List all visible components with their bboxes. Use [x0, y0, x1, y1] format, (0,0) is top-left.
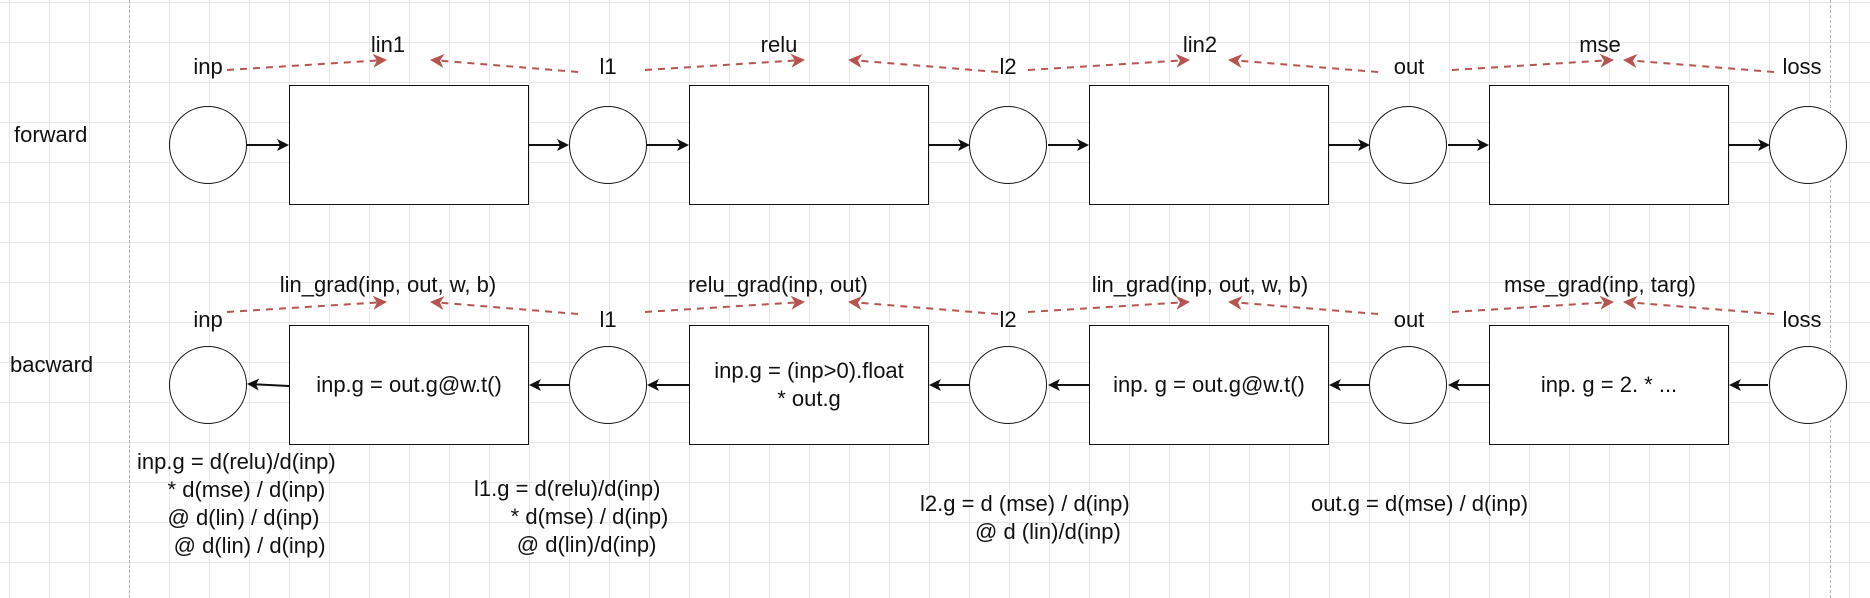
backward-row-label: bacward — [10, 352, 94, 377]
forward-node-out — [1369, 106, 1447, 184]
backward-op-lin-grad-2: lin_grad(inp, out, w, b) — [1091, 272, 1309, 297]
backward-box-relu-grad: inp.g = (inp>0).float * out.g — [689, 325, 929, 445]
backward-node-l2 — [969, 346, 1047, 424]
forward-var-l2: l2 — [999, 54, 1017, 79]
backward-var-l1: l1 — [599, 307, 617, 332]
forward-op-mse: mse — [1579, 32, 1621, 57]
note-l1-grad: l1.g = d(relu)/d(inp) * d(mse) / d(inp) … — [474, 476, 669, 557]
backward-op-relu-grad: relu_grad(inp, out) — [688, 272, 868, 297]
forward-var-l1: l1 — [599, 54, 617, 79]
forward-row-label: forward — [14, 122, 88, 147]
forward-node-l1 — [569, 106, 647, 184]
forward-box-lin1 — [289, 85, 529, 205]
backward-box-mse-grad: inp. g = 2. * ... — [1489, 325, 1729, 445]
forward-box-relu — [689, 85, 929, 205]
forward-op-lin1: lin1 — [370, 32, 406, 57]
backward-node-inp — [169, 346, 247, 424]
note-inp-grad: inp.g = d(relu)/d(inp) * d(mse) / d(inp)… — [137, 449, 336, 558]
forward-node-inp — [169, 106, 247, 184]
forward-box-mse — [1489, 85, 1729, 205]
backward-node-l1 — [569, 346, 647, 424]
backward-box-lin-grad-1: inp.g = out.g@w.t() — [289, 325, 529, 445]
forward-op-lin2: lin2 — [1182, 32, 1218, 57]
forward-node-loss — [1769, 106, 1847, 184]
backward-node-out — [1369, 346, 1447, 424]
backward-var-inp: inp — [193, 307, 223, 332]
backward-flow-arrows — [247, 378, 1768, 391]
left-separator — [129, 0, 130, 598]
backward-box-lin-grad-2: inp. g = out.g@w.t() — [1089, 325, 1329, 445]
forward-op-relu: relu — [760, 32, 798, 57]
backward-op-lin-grad-1: lin_grad(inp, out, w, b) — [279, 272, 497, 297]
forward-dependency-arrows — [226, 53, 1775, 73]
backward-var-out: out — [1393, 307, 1425, 332]
forward-box-lin2 — [1089, 85, 1329, 205]
right-separator — [1830, 0, 1831, 598]
forward-var-out: out — [1393, 54, 1425, 79]
backward-var-l2: l2 — [999, 307, 1017, 332]
forward-var-loss: loss — [1782, 54, 1822, 79]
note-out-grad: out.g = d(mse) / d(inp) — [1311, 491, 1529, 516]
note-l2-grad: l2.g = d (mse) / d(inp) @ d (lin)/d(inp) — [920, 491, 1130, 544]
forward-node-l2 — [969, 106, 1047, 184]
backward-var-loss: loss — [1782, 307, 1822, 332]
backward-node-loss — [1769, 346, 1847, 424]
backward-dependency-arrows — [226, 295, 1775, 315]
forward-var-inp: inp — [193, 54, 223, 79]
backward-op-mse-grad: mse_grad(inp, targ) — [1504, 272, 1696, 297]
